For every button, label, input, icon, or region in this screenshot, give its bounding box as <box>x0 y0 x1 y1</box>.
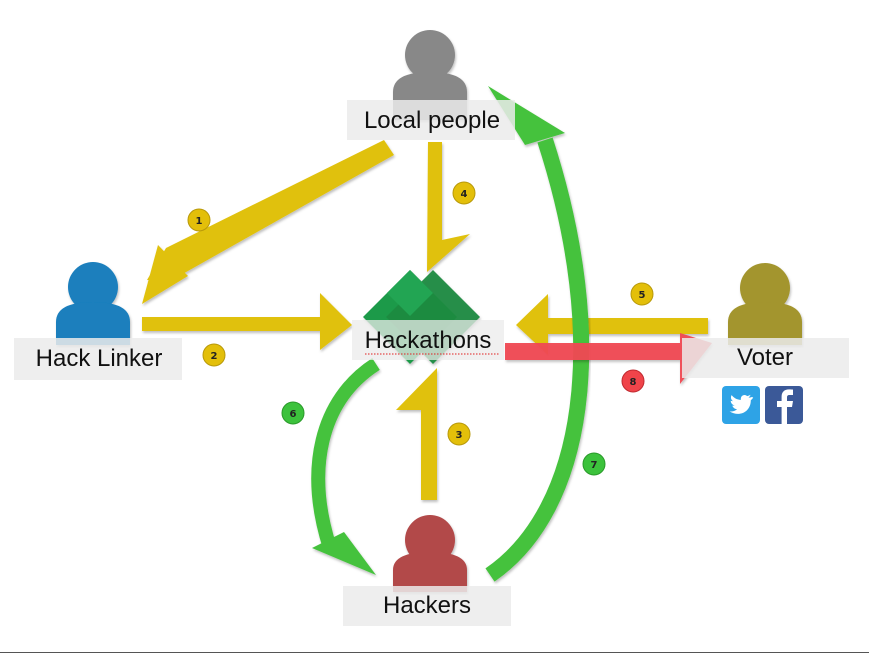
bottom-divider <box>0 652 869 653</box>
step-badge-7: 7 <box>582 452 606 476</box>
step-badge-4: 4 <box>452 181 476 205</box>
hackathons-label: Hackathons <box>365 327 492 354</box>
arrow-2-hack-linker-to-hackathons <box>142 293 352 350</box>
voter-node: Voter <box>682 338 849 378</box>
arrow-5-voter-to-hackathons <box>516 294 708 355</box>
step-badge-8: 8 <box>621 369 645 393</box>
arrow-3-hackers-to-hackathons <box>396 368 437 500</box>
svg-text:2: 2 <box>211 351 218 362</box>
voter-person-icon <box>728 263 802 345</box>
svg-text:8: 8 <box>630 377 637 388</box>
svg-text:6: 6 <box>290 409 297 420</box>
facebook-f-icon <box>765 386 803 424</box>
step-badge-6: 6 <box>281 401 305 425</box>
svg-text:7: 7 <box>591 460 598 471</box>
step-badge-5: 5 <box>630 282 654 306</box>
step-badge-3: 3 <box>447 422 471 446</box>
hackers-person-icon <box>393 515 467 592</box>
step-badge-1: 1 <box>187 208 211 232</box>
hack-linker-node: Hack Linker <box>14 338 182 380</box>
svg-text:3: 3 <box>456 430 463 441</box>
hack-linker-label: Hack Linker <box>36 345 163 372</box>
arrow-4-local-people-to-hackathons <box>427 142 470 272</box>
local-people-node: Local people <box>347 100 515 140</box>
step-badge-2: 2 <box>202 343 226 367</box>
twitter-bird-icon <box>722 386 760 424</box>
voter-label: Voter <box>737 344 793 371</box>
hackathons-node: Hackathons <box>352 320 504 360</box>
arrow-6-hackathons-to-hackers <box>311 358 380 575</box>
arrow-8-hackathons-to-voter <box>505 333 712 384</box>
svg-text:4: 4 <box>461 189 468 200</box>
svg-text:1: 1 <box>196 216 203 227</box>
arrow-1-local-people-to-hack-linker <box>142 140 394 304</box>
svg-text:5: 5 <box>639 290 646 301</box>
local-people-label: Local people <box>364 107 500 134</box>
hackers-label: Hackers <box>383 592 471 619</box>
hack-linker-person-icon <box>56 262 130 345</box>
hackers-node: Hackers <box>343 586 511 626</box>
